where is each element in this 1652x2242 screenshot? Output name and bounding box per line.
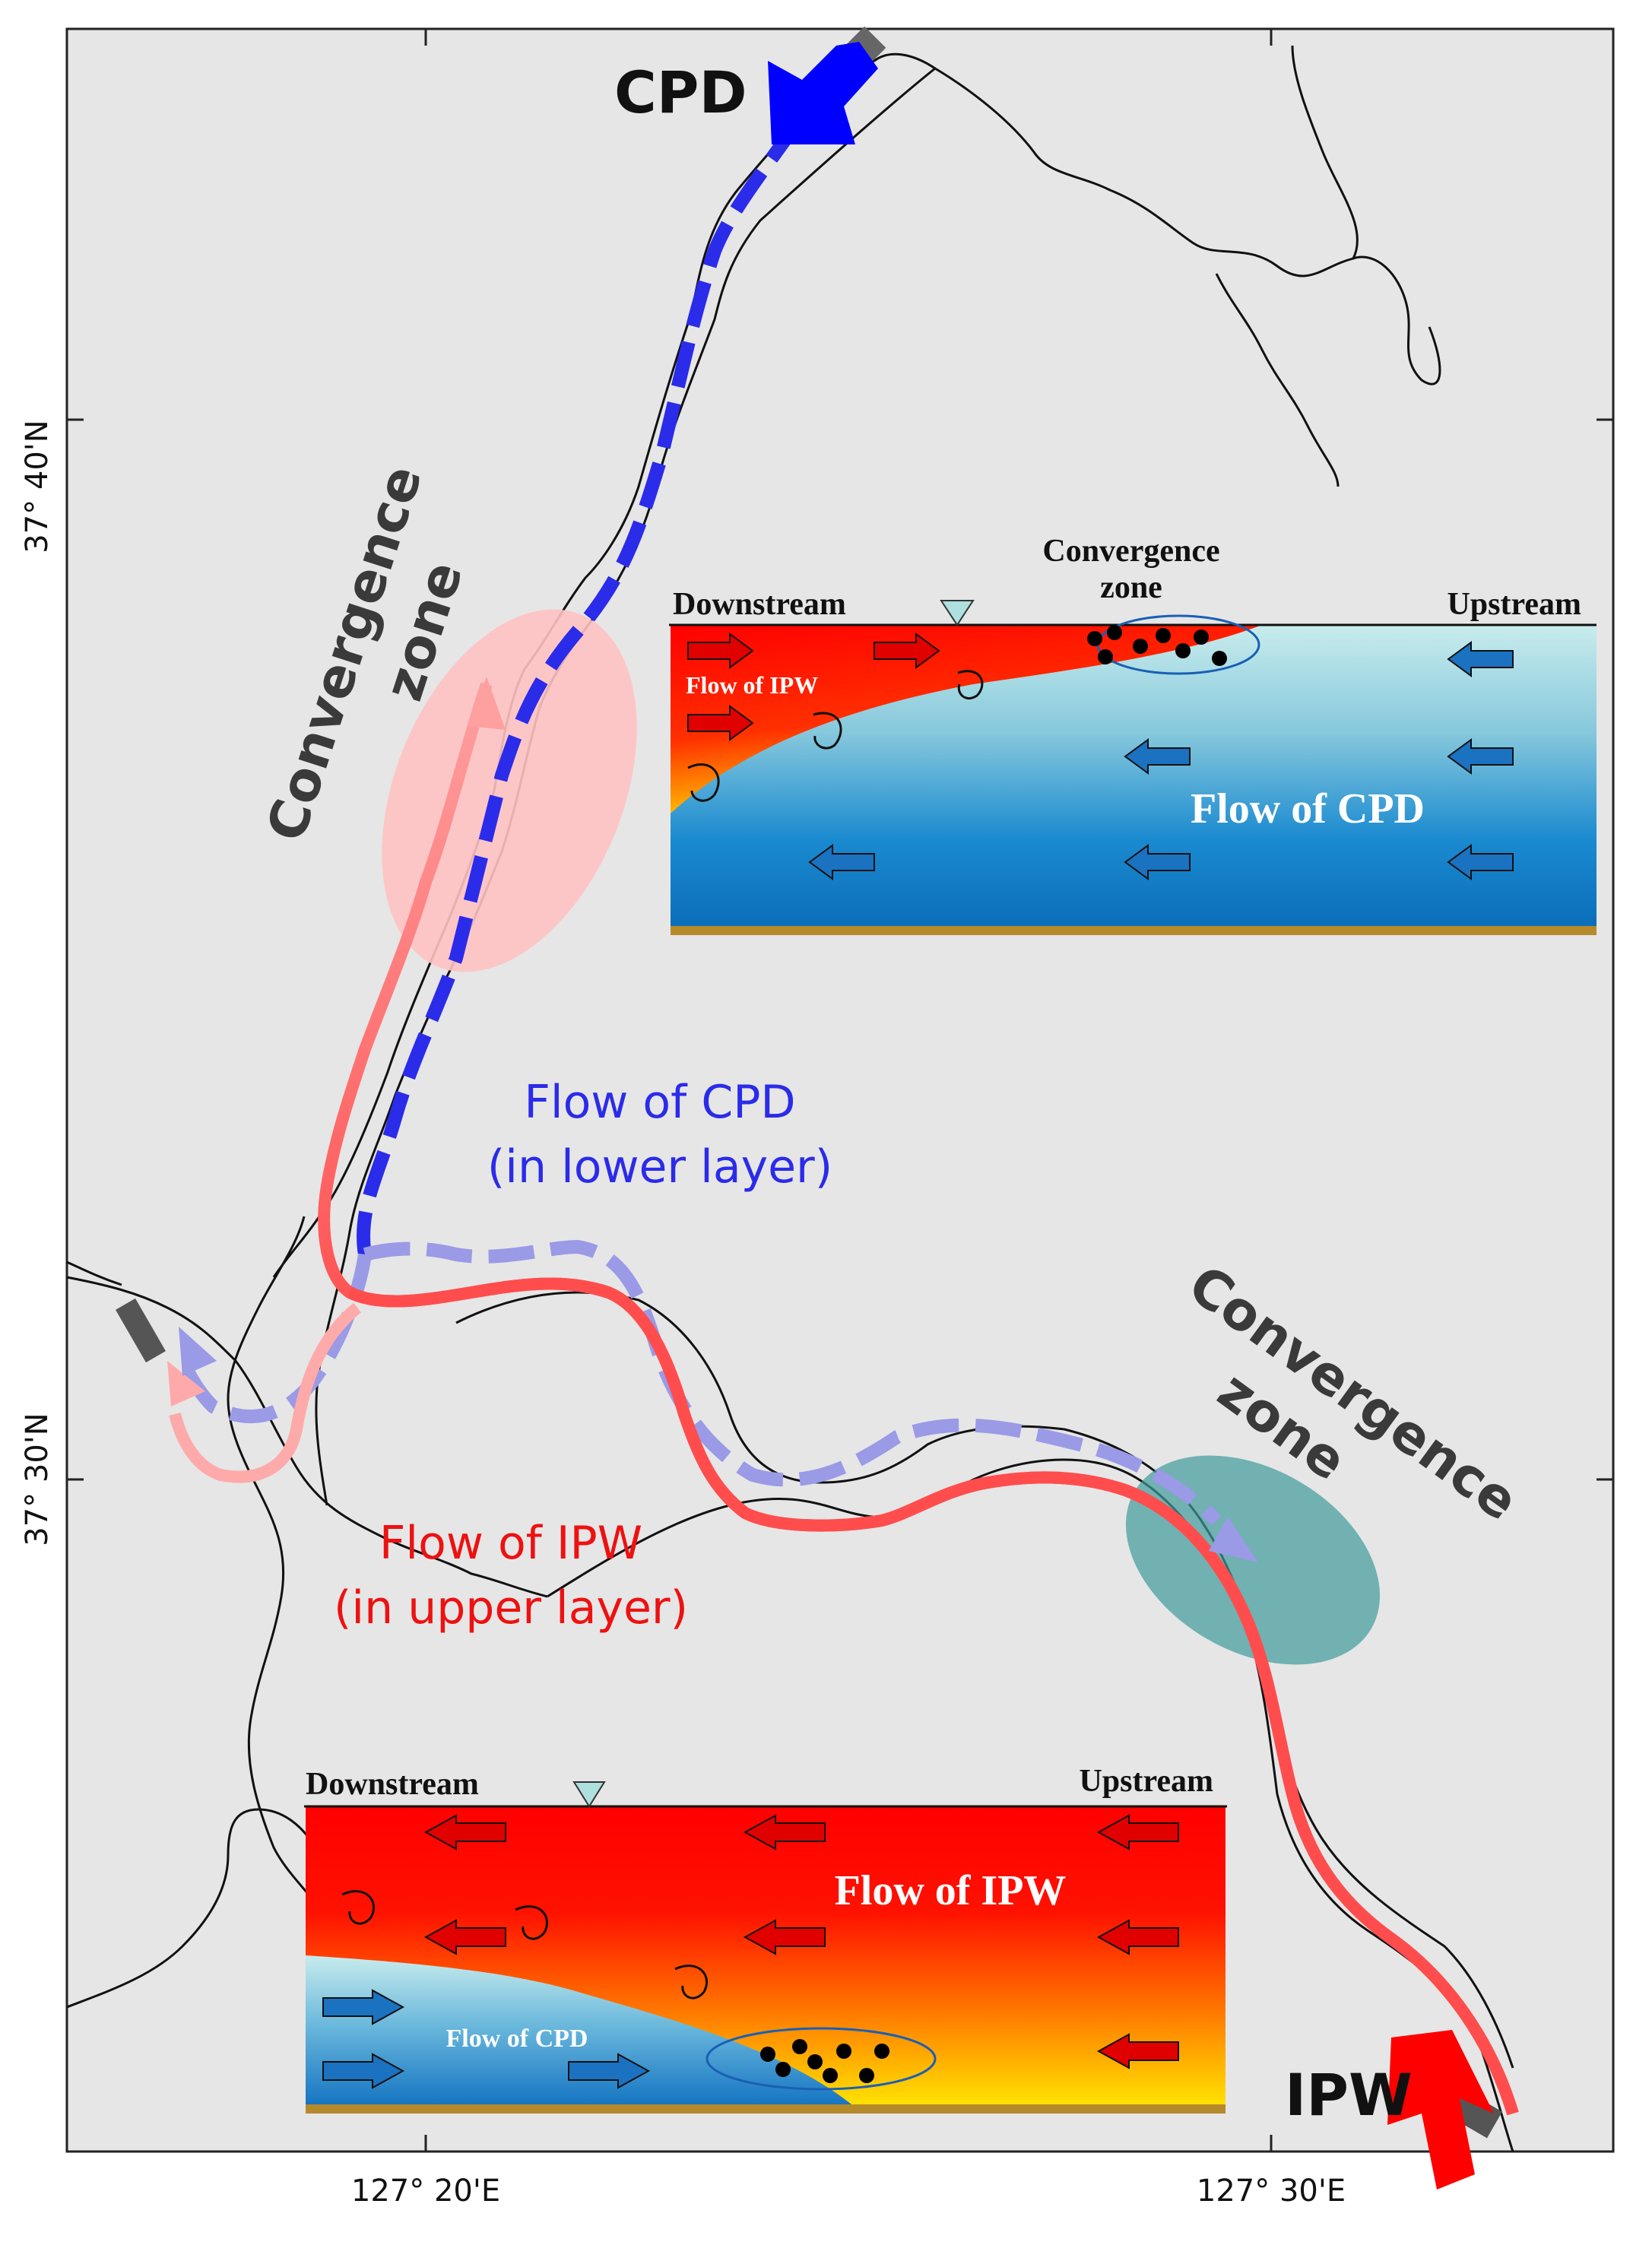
inset-bottom-convergence-ellipse (706, 2027, 937, 2091)
cpd-flow-label-1: Flow of CPD (524, 1076, 795, 1129)
inset-top-cpd-label: Flow of CPD (1191, 785, 1425, 832)
cpd-arrowhead-se (1209, 1517, 1258, 1562)
eddies-bottom (341, 1890, 709, 1999)
inset-top-downstream: Downstream (673, 587, 846, 622)
inset-top-convergence-1: Convergence (1042, 534, 1219, 569)
lat-tick-30: 37° 30'N (20, 1413, 55, 1546)
cpd-flow-label-2: (in lower layer) (487, 1140, 832, 1194)
inset-bottom-arrows (322, 1814, 1179, 2089)
ipw-flow-west-path (169, 1302, 362, 1483)
cpd-flow-path (357, 117, 804, 1256)
lat-tick-40: 37° 40'N (20, 420, 55, 553)
inset-bottom-downstream: Downstream (306, 1767, 479, 1802)
inset-top: Downstream Upstream Convergence zone Flo… (669, 534, 1597, 935)
inset-bottom-ipw-label: Flow of IPW (835, 1867, 1067, 1914)
ipw-flow-label-1: Flow of IPW (379, 1517, 642, 1570)
ipw-source-arrow (1387, 2030, 1494, 2190)
inset-bottom: Downstream Upstream Flow of IPW Flow of … (304, 1764, 1227, 2114)
cpd-flow-lower-path (363, 1239, 1222, 1526)
outlet-marker-west (116, 1298, 166, 1363)
ipw-arrowhead-nw (468, 677, 506, 730)
ipw-flow-label-2: (in upper layer) (334, 1581, 688, 1635)
convergence-zone-nw (382, 609, 637, 972)
inset-top-arrows (687, 633, 1514, 880)
ipw-arrowhead-west (167, 1361, 205, 1406)
inset-bottom-upstream: Upstream (1079, 1764, 1213, 1799)
water-surface-marker (940, 600, 975, 626)
water-surface-marker-bottom (572, 1781, 606, 1808)
inset-top-ipw-label: Flow of IPW (686, 671, 818, 699)
inset-top-upstream: Upstream (1447, 587, 1581, 622)
axis-ticks (67, 29, 1613, 2152)
inset-bottom-cpd-label: Flow of CPD (446, 2025, 588, 2053)
cpd-endpoint-label: CPD (614, 59, 747, 126)
cpd-arrowhead-west (179, 1327, 217, 1376)
lon-tick-30: 127° 30'E (1197, 2174, 1346, 2209)
inset-top-convergence-2: zone (1100, 570, 1162, 605)
particles (1087, 625, 1227, 666)
particles-bottom (760, 2039, 889, 2083)
lon-tick-20: 127° 20'E (351, 2174, 500, 2209)
ipw-endpoint-label: IPW (1285, 2061, 1413, 2129)
map-background (65, 27, 1615, 2153)
ipw-flow-path-main (347, 1277, 1519, 2116)
cpd-source-arrow (768, 42, 878, 144)
outlet-marker-ipw (1447, 2088, 1502, 2139)
eddies (687, 670, 984, 802)
